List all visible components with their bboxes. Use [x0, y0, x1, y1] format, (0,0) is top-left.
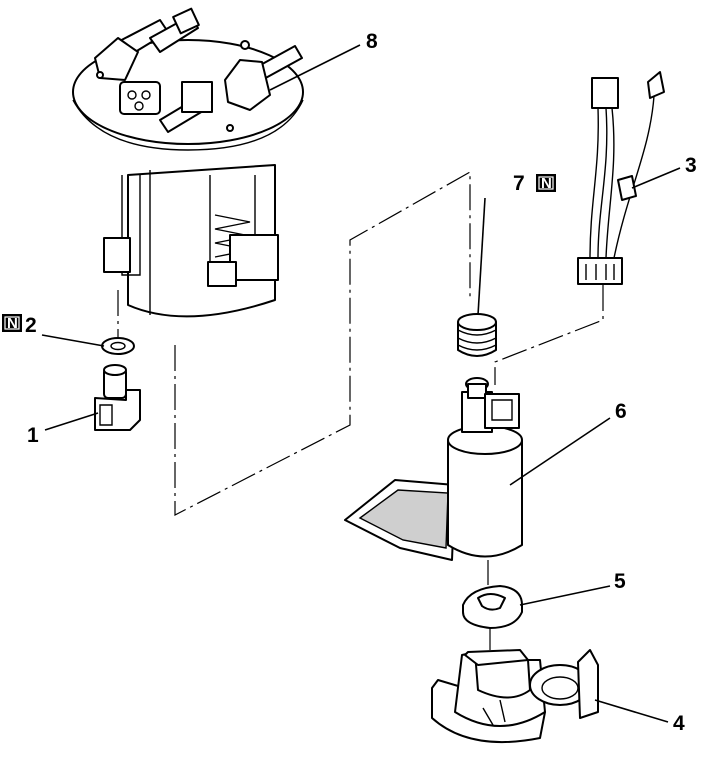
- holder-rim: [464, 649, 529, 666]
- module-pipe-block: [181, 81, 213, 113]
- seal-ring-outer: [101, 337, 135, 355]
- module-regulator: [224, 59, 271, 111]
- insulator-top: [457, 313, 497, 331]
- part-8-fuel-pump-module: [72, 7, 304, 318]
- harness-terminal: [647, 71, 665, 99]
- leader-7: [477, 197, 486, 316]
- module-pipe-cap: [172, 7, 200, 35]
- harness-tube: [617, 175, 637, 201]
- clip-post-top: [103, 364, 127, 376]
- label-5: 5: [614, 570, 626, 593]
- pump-outlet-nipple: [467, 383, 487, 399]
- part-4-holder: [431, 649, 599, 744]
- harness-connector-bottom: [577, 257, 623, 285]
- leader-6: [509, 417, 611, 486]
- alignment-line-module: [174, 170, 471, 516]
- insulator-ribs: [457, 329, 497, 351]
- alignment-line-harness: [494, 285, 604, 385]
- connector-pin: [127, 90, 137, 100]
- module-flange-edge: [72, 99, 304, 151]
- harness-connector-top: [591, 77, 619, 109]
- label-7: 7: [513, 172, 525, 195]
- pump-body: [447, 439, 523, 558]
- new-part-badge-2: [2, 314, 22, 332]
- label-3: 3: [685, 154, 697, 177]
- cushion-notch: [477, 593, 506, 611]
- pump-terminal-socket: [491, 399, 513, 421]
- seal-ring-inner: [110, 341, 126, 351]
- part-3-wire-harness: [577, 71, 665, 285]
- new-part-badge-7-frame: [538, 176, 554, 190]
- leader-2: [41, 334, 105, 347]
- module-bolt: [240, 40, 250, 50]
- part-6-fuel-pump: [344, 377, 523, 561]
- leader-5: [519, 585, 611, 606]
- holder-side-tab: [577, 649, 599, 719]
- label-2: 2: [25, 314, 37, 337]
- leader-3: [631, 167, 681, 189]
- module-connector-block: [229, 234, 279, 281]
- leader-4: [594, 699, 669, 723]
- connector-pin: [141, 90, 151, 100]
- part-5-cushion: [462, 585, 523, 629]
- holder-detail: [482, 699, 506, 726]
- new-part-badge-2-frame: [4, 316, 20, 330]
- part-2-seal: [101, 337, 135, 355]
- harness-wire: [605, 107, 615, 259]
- leader-8: [269, 44, 361, 91]
- harness-wire: [589, 107, 599, 259]
- harness-wire: [597, 107, 608, 259]
- pump-terminal-block: [484, 393, 520, 429]
- alignment-lines: [117, 170, 604, 650]
- clip-slot: [99, 404, 113, 426]
- module-bracket: [121, 175, 141, 276]
- part-labels: 8 3 7 N N 2 1 6 5 4: [2, 30, 697, 735]
- insulator-body: [457, 321, 497, 357]
- clip-base: [94, 389, 141, 431]
- new-part-badge-2-text: N: [7, 315, 18, 332]
- module-tab-left: [103, 237, 131, 273]
- pump-strainer-mesh: [360, 490, 448, 548]
- harness-wire: [613, 95, 655, 259]
- connector-pin: [134, 101, 144, 111]
- part-7-insulator: [457, 313, 497, 357]
- label-8: 8: [366, 30, 378, 53]
- part-1-clip: [94, 364, 141, 431]
- module-electrical-connector: [119, 81, 161, 115]
- leader-1: [44, 412, 99, 431]
- label-1: 1: [27, 424, 39, 447]
- harness-connector-ridges: [585, 264, 615, 280]
- module-bolt: [96, 71, 104, 79]
- new-part-badge-7: [536, 174, 556, 192]
- leader-lines: [41, 44, 681, 723]
- label-6: 6: [615, 400, 627, 423]
- new-part-badge-7-text: N: [541, 175, 552, 192]
- module-bolt: [226, 124, 234, 132]
- label-4: 4: [673, 712, 685, 735]
- module-small-clip: [207, 261, 237, 287]
